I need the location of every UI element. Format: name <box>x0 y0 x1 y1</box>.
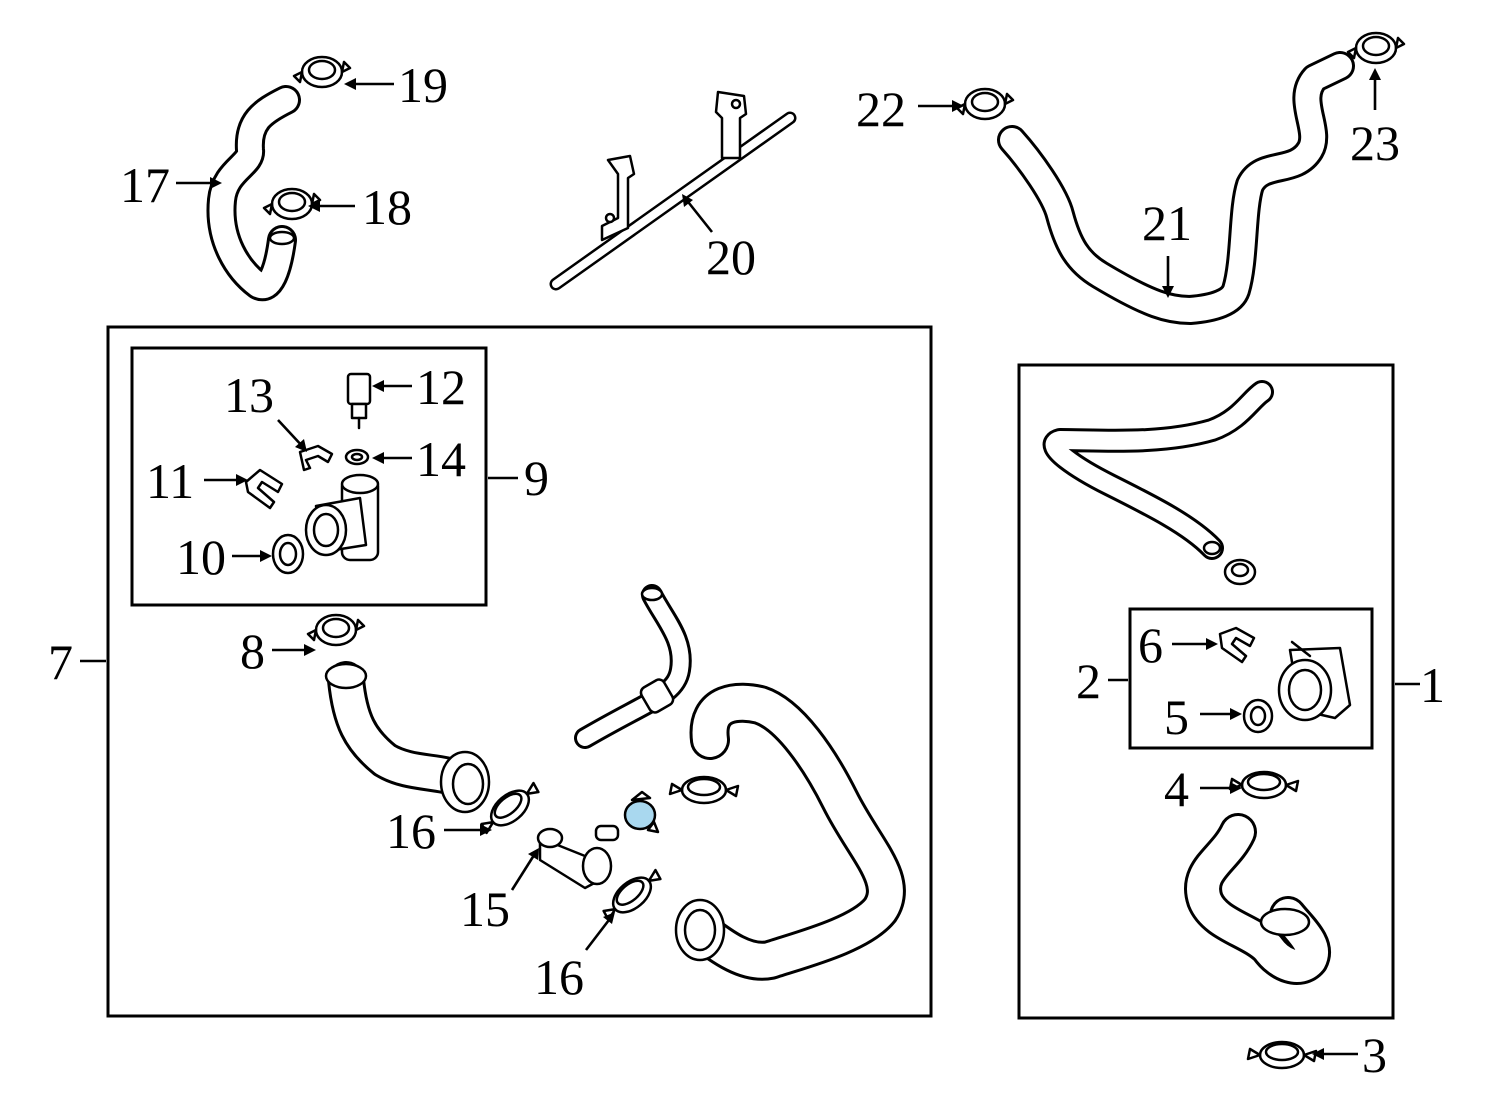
callout-17: 17 <box>120 157 170 213</box>
hose-21 <box>997 51 1355 325</box>
clip-11 <box>244 468 284 510</box>
hose-17 <box>206 85 301 302</box>
callout-6: 6 <box>1138 617 1163 673</box>
callout-9: 9 <box>524 450 549 506</box>
callout-16-lower: 16 <box>534 949 584 1005</box>
callout-11: 11 <box>146 453 195 509</box>
callout-22: 22 <box>856 81 906 137</box>
callout-21: 21 <box>1142 195 1192 251</box>
callout-5: 5 <box>1164 689 1189 745</box>
callout-4: 4 <box>1164 761 1189 817</box>
clamp-22 <box>955 87 1015 121</box>
clamp-4 <box>1228 770 1300 800</box>
assembly-9-frame <box>130 346 488 607</box>
hose-left <box>324 661 491 814</box>
callout-10: 10 <box>176 529 226 585</box>
callout-14: 14 <box>416 431 466 487</box>
callout-18: 18 <box>362 179 412 235</box>
fitting <box>1223 558 1257 586</box>
callout-23: 23 <box>1350 115 1400 171</box>
callout-13: 13 <box>224 367 274 423</box>
callout-3: 3 <box>1362 1027 1387 1083</box>
housing-9 <box>304 473 380 562</box>
clip-6 <box>1218 626 1256 664</box>
callout-2: 2 <box>1076 653 1101 709</box>
pipe-center <box>574 584 692 749</box>
clamp-highlighted <box>623 790 660 834</box>
callout-19: 19 <box>398 57 448 113</box>
clamp-8 <box>306 613 366 647</box>
clip-13 <box>298 444 334 472</box>
callout-15: 15 <box>460 881 510 937</box>
callout-1: 1 <box>1420 657 1445 713</box>
clamp-19 <box>292 55 352 89</box>
tube-20 <box>549 90 797 291</box>
housing-2 <box>1277 640 1352 722</box>
connector-15 <box>536 824 620 890</box>
assembly-7-frame <box>106 325 933 1018</box>
callout-7: 7 <box>48 634 73 690</box>
assembly-2-frame <box>1128 607 1374 750</box>
callout-20: 20 <box>706 229 756 285</box>
callout-16-upper: 16 <box>386 803 436 859</box>
sensor-12 <box>346 372 372 430</box>
hose-lower-right <box>1184 813 1331 985</box>
clamp-3 <box>1246 1040 1318 1070</box>
clamp-center <box>668 775 740 805</box>
assembly-1-frame <box>1017 363 1395 1020</box>
clamp-18 <box>262 187 322 221</box>
callout-8: 8 <box>240 623 265 679</box>
leader-lines <box>80 68 1420 1060</box>
clamp-23 <box>1346 31 1406 65</box>
hose-right <box>674 682 906 981</box>
callout-12: 12 <box>416 359 466 415</box>
hose-upper-right <box>1042 380 1274 560</box>
